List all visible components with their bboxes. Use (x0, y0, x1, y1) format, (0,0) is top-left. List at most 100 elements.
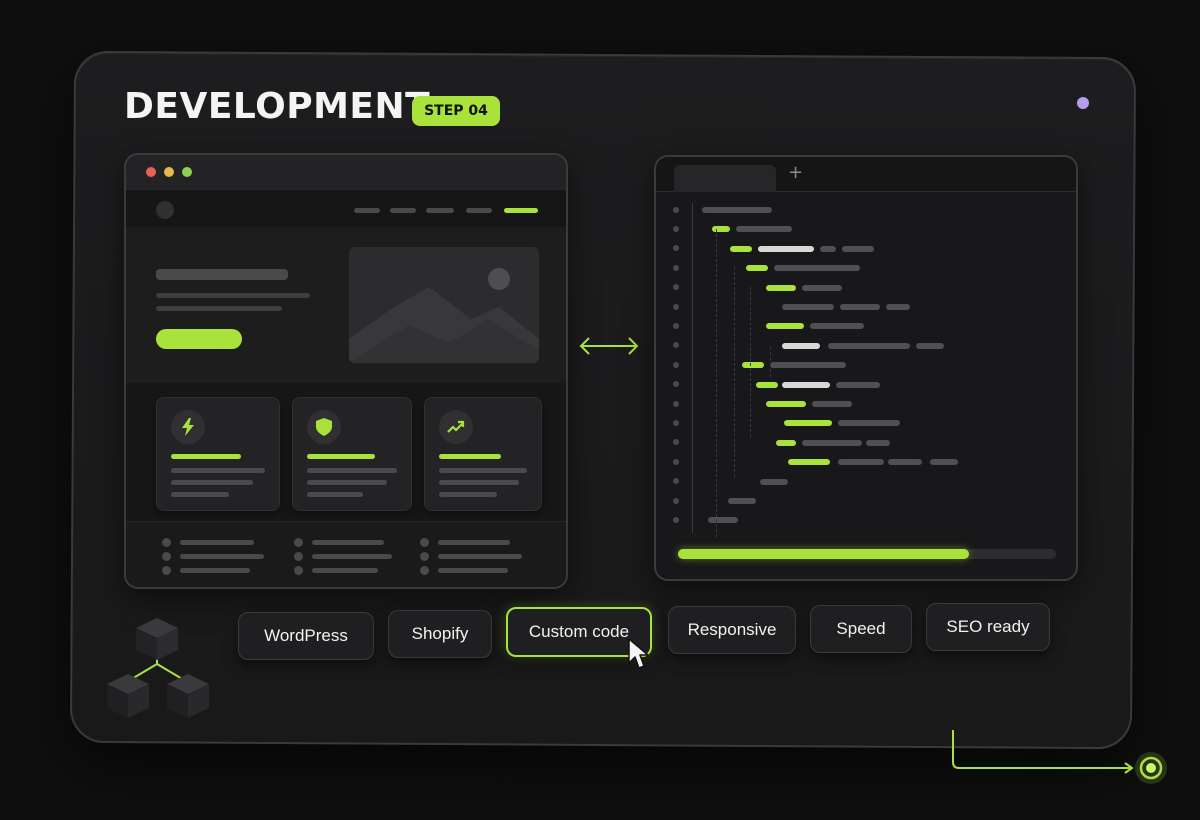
indent-guide (770, 347, 771, 377)
editor-tab[interactable] (674, 165, 776, 192)
hero-heading (156, 269, 288, 280)
footer-link[interactable] (438, 568, 508, 573)
site-logo (156, 201, 174, 219)
hero-text-line (156, 293, 310, 298)
line-marker (673, 478, 679, 485)
code-token (782, 381, 830, 388)
code-token (930, 459, 958, 466)
site-navbar (126, 189, 566, 228)
site-footer (126, 521, 566, 587)
cubes-icon (107, 618, 209, 718)
status-dot (1077, 97, 1089, 109)
code-token (888, 459, 922, 466)
trending-up-icon (439, 410, 473, 444)
browser-window (124, 153, 568, 589)
step-badge: STEP 04 (412, 96, 500, 126)
code-token (836, 381, 880, 388)
hero-text-line (156, 306, 282, 311)
feature-card[interactable] (156, 397, 280, 511)
feature-card[interactable] (292, 397, 412, 511)
footer-link[interactable] (438, 554, 522, 559)
indent-guide (734, 267, 735, 477)
line-marker (673, 225, 679, 232)
line-marker (673, 342, 679, 349)
editor-tabbar: + (656, 157, 1076, 192)
code-token (702, 207, 772, 213)
code-token (812, 401, 852, 407)
line-marker (673, 458, 679, 465)
shield-icon (307, 410, 341, 444)
indent-guide (750, 287, 751, 437)
maximize-dot-icon[interactable] (182, 167, 192, 177)
code-token (766, 284, 796, 291)
code-token (838, 459, 884, 466)
chip-speed[interactable]: Speed (810, 605, 912, 653)
line-marker (673, 497, 679, 504)
chip-shopify[interactable]: Shopify (388, 610, 492, 658)
code-token (728, 498, 756, 504)
footer-link[interactable] (180, 554, 264, 559)
build-progress-fill (678, 549, 970, 559)
footer-link[interactable] (180, 540, 254, 545)
line-marker (673, 206, 679, 213)
nav-link[interactable] (466, 208, 492, 213)
features-section (126, 383, 566, 521)
code-token (840, 304, 880, 310)
code-token (736, 226, 792, 233)
lightning-icon (171, 410, 205, 444)
code-token (746, 265, 768, 272)
nav-link[interactable] (390, 208, 416, 213)
nav-link[interactable] (426, 208, 454, 213)
footer-link[interactable] (438, 540, 510, 545)
code-token (760, 478, 788, 485)
line-marker (673, 381, 679, 388)
chip-responsive[interactable]: Responsive (668, 606, 796, 654)
code-token (886, 304, 910, 310)
feature-card[interactable] (424, 397, 542, 511)
chip-custom-code[interactable]: Custom code (506, 607, 652, 657)
code-token (742, 362, 764, 369)
build-progress-bar (678, 549, 1056, 559)
close-dot-icon[interactable] (146, 167, 156, 177)
line-marker (673, 322, 679, 329)
footer-link[interactable] (180, 568, 250, 573)
code-token (842, 245, 874, 252)
page-title: DEVELOPMENT (124, 86, 431, 127)
code-token (788, 459, 830, 466)
code-token (770, 362, 846, 369)
code-token (820, 245, 836, 252)
code-token (810, 323, 864, 330)
nav-link[interactable] (354, 208, 380, 213)
line-marker (673, 245, 679, 252)
footer-link[interactable] (312, 568, 378, 573)
chip-wordpress[interactable]: WordPress (238, 612, 374, 660)
hero-cta-button[interactable] (156, 329, 242, 349)
code-token (766, 323, 804, 330)
code-token (776, 439, 796, 446)
code-token (758, 245, 814, 252)
line-marker (673, 439, 679, 446)
code-token (866, 439, 890, 446)
code-token (802, 439, 862, 446)
footer-link[interactable] (312, 554, 392, 559)
code-token (802, 284, 842, 291)
code-token (708, 517, 738, 524)
nav-cta[interactable] (504, 208, 538, 213)
code-token (828, 342, 910, 349)
code-token (712, 226, 730, 233)
minimize-dot-icon[interactable] (164, 167, 174, 177)
chip-seo-ready[interactable]: SEO ready (926, 603, 1050, 651)
connector-line (952, 730, 1167, 784)
code-token (838, 420, 900, 427)
browser-titlebar (126, 155, 566, 189)
image-placeholder-icon (349, 247, 539, 363)
code-editor: + (654, 155, 1078, 581)
code-token (784, 420, 832, 427)
line-marker (673, 264, 679, 271)
indent-guide (716, 229, 717, 537)
footer-link[interactable] (312, 540, 384, 545)
double-arrow-icon (579, 337, 639, 355)
line-marker (673, 361, 679, 368)
line-marker (673, 303, 679, 310)
plus-icon[interactable]: + (788, 162, 804, 183)
